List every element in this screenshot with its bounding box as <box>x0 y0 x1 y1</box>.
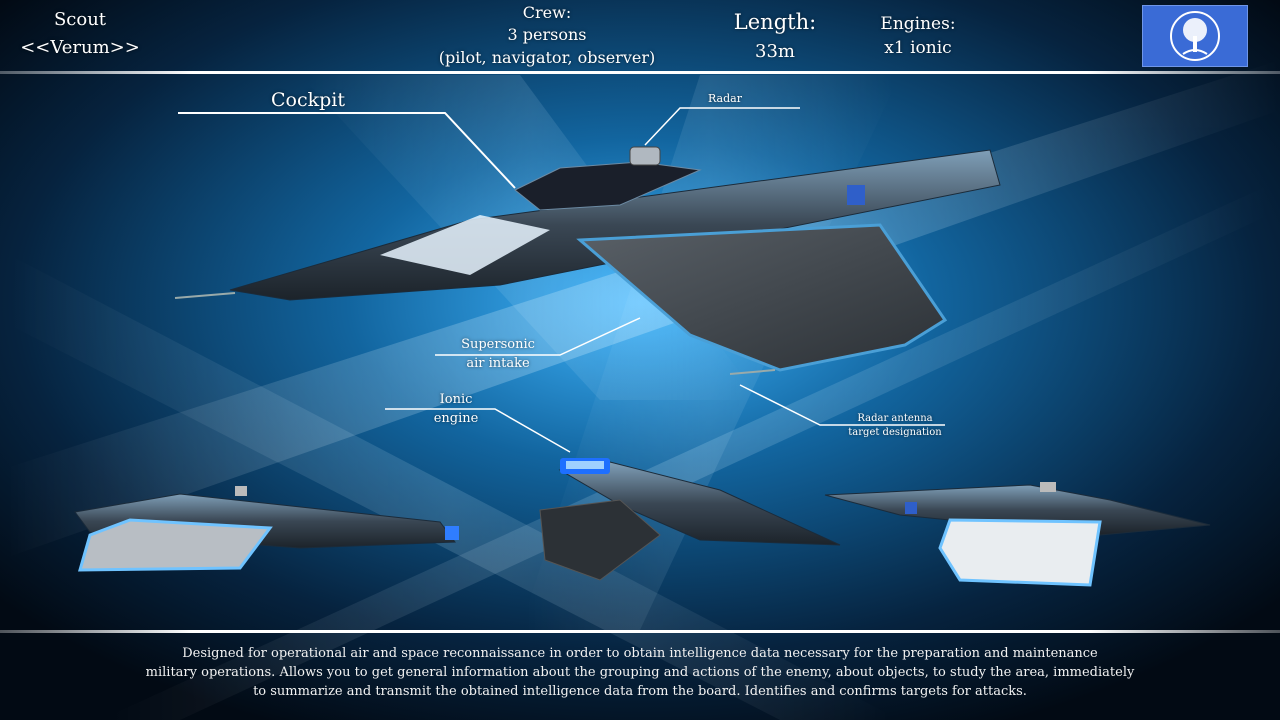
callout-radar: Radar <box>708 92 742 105</box>
header-divider <box>0 71 1280 74</box>
callout-air-intake-2: air intake <box>466 356 530 371</box>
crew-label: Crew: <box>522 3 572 22</box>
length-label: Length: <box>733 10 817 34</box>
ship-right-view <box>824 482 1211 587</box>
description-line: Designed for operational air and space r… <box>182 646 1098 661</box>
main-ship <box>174 146 1001 375</box>
footer-divider <box>0 630 1280 633</box>
callout-radar-antenna-2: target designation <box>848 427 942 438</box>
callout-ionic-engine-1: Ionic <box>439 392 473 407</box>
description-line: to summarize and transmit the obtained i… <box>253 684 1027 699</box>
crew-roles: (pilot, navigator, observer) <box>438 48 656 67</box>
ship-name: <<Verum>> <box>20 37 140 58</box>
callout-radar-antenna-1: Radar antenna <box>857 413 933 424</box>
tree-emblem-icon <box>1170 11 1220 61</box>
ship-class-title: Scout <box>53 9 107 30</box>
callout-ionic-engine-2: engine <box>433 411 479 426</box>
callout-air-intake-1: Supersonic <box>461 337 535 352</box>
engines-value: x1 ionic <box>884 38 952 58</box>
callout-cockpit: Cockpit <box>270 89 345 111</box>
description: Designed for operational air and space r… <box>0 644 1280 701</box>
crew-count: 3 persons <box>507 25 587 44</box>
description-line: military operations. Allows you to get g… <box>145 665 1135 680</box>
engines-label: Engines: <box>880 14 956 34</box>
length-value: 33m <box>755 41 795 62</box>
faction-flag <box>1142 5 1248 67</box>
callout-lines <box>178 107 945 453</box>
ship-left-view <box>74 486 459 572</box>
ship-rear-view <box>539 458 841 581</box>
